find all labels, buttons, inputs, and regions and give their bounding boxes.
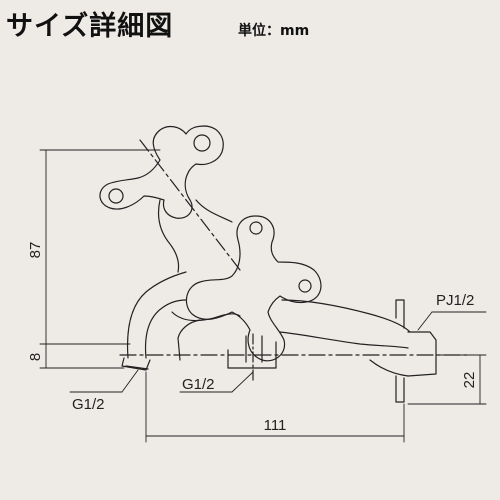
dimension-lines	[39, 149, 487, 443]
upper-handle-outline	[99, 125, 224, 219]
faucet-body-outline	[121, 199, 437, 403]
dim-outlet-height-22: 22	[461, 372, 478, 389]
page-title: サイズ詳細図	[6, 11, 174, 42]
dim-length-111: 111	[264, 417, 287, 434]
upper-axis-line	[139, 139, 241, 271]
label-hose-thread: PJ1/2	[436, 292, 474, 309]
dim-height-87: 87	[27, 242, 44, 259]
front-handle-outline	[185, 215, 322, 362]
label-bottom-thread: G1/2	[182, 376, 215, 393]
dim-height-8: 8	[27, 353, 44, 361]
label-inlet-thread: G1/2	[72, 396, 105, 413]
unit-label: 単位：mm	[238, 23, 310, 39]
